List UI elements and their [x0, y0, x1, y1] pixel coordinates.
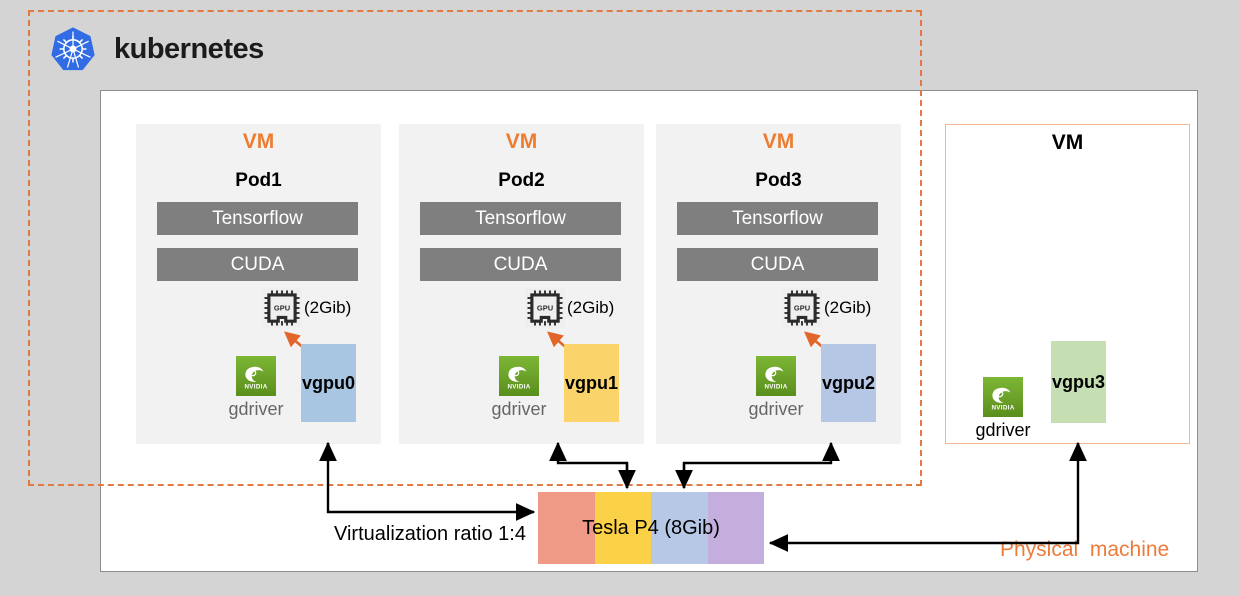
pod-title: Pod3: [755, 170, 802, 191]
virtualization-ratio-label: Virtualization ratio 1:4: [334, 523, 526, 545]
vgpu-block-0[interactable]: vgpu0: [301, 344, 356, 422]
gpu-device-row: GPU (2Gib): [782, 288, 871, 328]
gpu-driver-block: NVIDIA gdriver: [482, 356, 556, 420]
gpu-driver-block: NVIDIA gdriver: [966, 377, 1040, 441]
gpu-memory-label: (2Gib): [824, 298, 872, 317]
gpu-memory-label: (2Gib): [567, 298, 615, 317]
gpu-chip-icon: GPU: [262, 288, 302, 328]
physical-machine-label: Physical machine: [1000, 538, 1170, 561]
kubernetes-wordmark: kubernetes: [114, 32, 264, 65]
vgpu-block-1[interactable]: vgpu1: [564, 344, 619, 422]
svg-text:NVIDIA: NVIDIA: [244, 384, 267, 391]
pod-title: Pod1: [235, 170, 282, 191]
layer-tensorflow: Tensorflow: [157, 202, 358, 235]
svg-text:NVIDIA: NVIDIA: [507, 384, 530, 391]
nvidia-logo-icon: NVIDIA: [499, 356, 539, 396]
vm-title: VM: [505, 130, 538, 153]
pod-title: Pod2: [498, 170, 545, 191]
layer-cuda: CUDA: [677, 248, 878, 281]
layer-tensorflow: Tensorflow: [420, 202, 621, 235]
vm-title: VM: [1051, 131, 1084, 154]
svg-text:NVIDIA: NVIDIA: [764, 384, 787, 391]
gpu-partition-3: [707, 492, 764, 564]
gpu-driver-label: gdriver: [748, 399, 804, 419]
gpu-partition-0: [538, 492, 595, 564]
layer-tensorflow: Tensorflow: [677, 202, 878, 235]
nvidia-logo-icon: NVIDIA: [983, 377, 1023, 417]
vgpu-block-2[interactable]: vgpu2: [821, 344, 876, 422]
gpu-driver-label: gdriver: [228, 399, 284, 419]
gpu-driver-label: gdriver: [975, 420, 1031, 440]
physical-gpu-bar[interactable]: [538, 492, 764, 564]
vgpu-block-3[interactable]: vgpu3: [1051, 341, 1106, 423]
vm-title: VM: [762, 130, 795, 153]
vm-card-empty[interactable]: VM NVIDIA gdriver vgpu3: [945, 124, 1190, 444]
gpu-driver-block: NVIDIA gdriver: [219, 356, 293, 420]
gpu-chip-icon: GPU: [525, 288, 565, 328]
gpu-device-row: GPU (2Gib): [262, 288, 351, 328]
gpu-device-row: GPU (2Gib): [525, 288, 614, 328]
gpu-partition-1: [594, 492, 651, 564]
kubernetes-helm-wheel-icon: [51, 27, 95, 71]
gpu-memory-label: (2Gib): [304, 298, 352, 317]
svg-text:GPU: GPU: [537, 304, 553, 313]
svg-text:NVIDIA: NVIDIA: [991, 405, 1014, 412]
gpu-driver-label: gdriver: [491, 399, 547, 419]
nvidia-logo-icon: NVIDIA: [756, 356, 796, 396]
nvidia-logo-icon: NVIDIA: [236, 356, 276, 396]
layer-cuda: CUDA: [157, 248, 358, 281]
layer-cuda: CUDA: [420, 248, 621, 281]
gpu-partition-2: [651, 492, 708, 564]
kubernetes-brand: kubernetes: [50, 26, 264, 72]
vm-card-pod1[interactable]: VM Pod1 Tensorflow CUDA: [136, 124, 381, 444]
svg-text:GPU: GPU: [794, 304, 810, 313]
gpu-chip-icon: GPU: [782, 288, 822, 328]
vm-card-pod2[interactable]: VM Pod2 Tensorflow CUDA: [399, 124, 644, 444]
vm-card-pod3[interactable]: VM Pod3 Tensorflow CUDA: [656, 124, 901, 444]
vm-title: VM: [242, 130, 275, 153]
svg-text:GPU: GPU: [274, 304, 290, 313]
gpu-driver-block: NVIDIA gdriver: [739, 356, 813, 420]
